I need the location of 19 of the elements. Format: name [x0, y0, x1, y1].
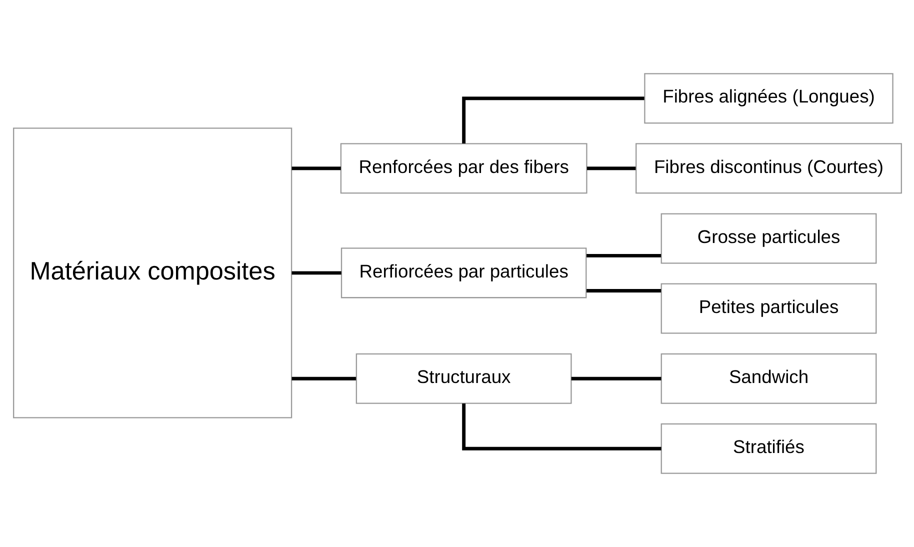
connector: [570, 376, 661, 380]
node-box: Fibres alignées (Longues): [644, 73, 893, 124]
node-box: Sandwich: [660, 353, 876, 404]
connector: [291, 166, 340, 170]
node-box: Petites particules: [660, 283, 876, 334]
node-box: Matériaux composites: [12, 128, 292, 418]
connector: [291, 376, 356, 380]
connector: [586, 289, 661, 292]
connector: [586, 254, 661, 258]
node-box: Stratifiés: [660, 423, 876, 474]
connector: [291, 271, 341, 275]
connector: [462, 96, 644, 144]
node-box: Rerfiorcées par particules: [340, 248, 586, 298]
node-box: Grosse particules: [660, 213, 876, 264]
connector: [586, 166, 636, 170]
node-box: Structuraux: [355, 353, 572, 404]
connector: [462, 404, 661, 450]
node-box: Fibres discontinus (Courtes): [635, 143, 902, 194]
node-box: Renforcées par des fibers: [340, 143, 587, 194]
